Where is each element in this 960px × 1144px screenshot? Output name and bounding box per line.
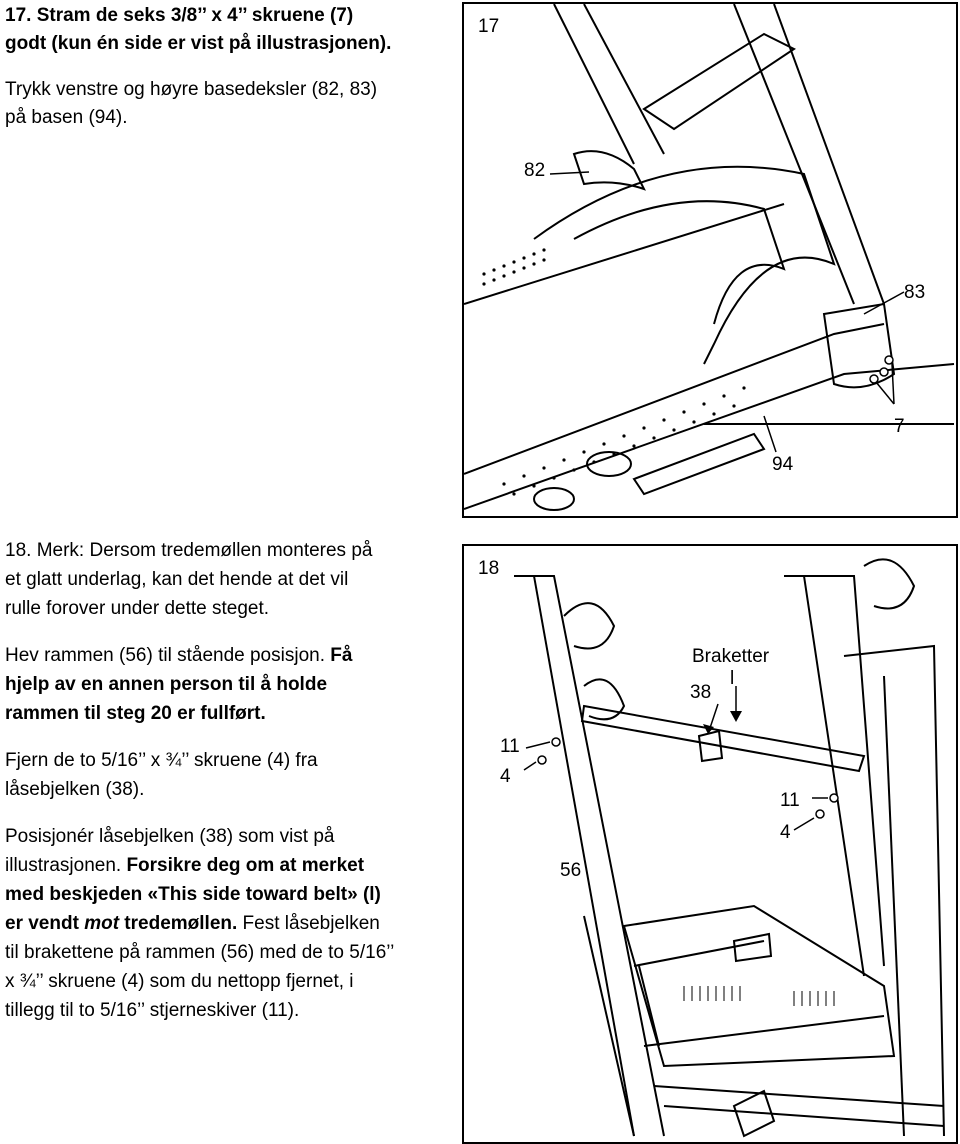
figure-17-step-number: 17 [478,16,500,37]
step-18-position-line-3: med beskjeden «This side toward belt» (l… [5,884,381,905]
callout-11-right: 11 [780,790,800,811]
step-18-position-line-5: til brakettene på rammen (56) med de to … [5,942,395,963]
callout-38: 38 [690,682,712,703]
screw-4-right [815,809,825,819]
figure-18-illustration: 18 Braketter l 38 11 4 11 4 56 [462,544,958,1144]
arrow-braketter [730,711,742,722]
attach-text: Fest låsebjelken [237,913,380,934]
step-18-remove-line-2: låsebjelken (38). [5,779,145,800]
facing-text: er vendt [5,913,85,934]
callout-4-left: 4 [500,766,511,787]
callout-83: 83 [904,282,926,303]
step-18-raise-line-1: Hev rammen (56) til stående posisjon. Få [5,641,394,670]
callout-56: 56 [560,860,582,881]
step-17-line-2: godt (kun én side er vist på illustrasjo… [5,33,392,54]
step-17-instructions: 17. Stram de seks 3/8’’ x 4’’ skruene (7… [5,2,391,132]
deck-perforations [482,248,746,496]
step-18-note-line-1: 18. Merk: Dersom tredemøllen monteres på [5,540,373,561]
callout-braketter: Braketter [692,646,770,667]
step-17-line-4: på basen (94). [5,107,128,128]
step-18-note-line-3: rulle forover under dette steget. [5,598,270,619]
get-help-text: Få [330,645,353,666]
raise-frame-text: Hev rammen (56) til stående posisjon. [5,645,331,666]
screw-4-left [537,755,547,765]
bolts-7 [869,355,894,384]
step-18-position-line-4: er vendt mot tredemøllen. Fest låsebjelk… [5,909,394,938]
step-17-line-3: Trykk venstre og høyre basedeksler (82, … [5,79,378,100]
star-washer-11-right [829,793,839,803]
illustration-text: illustrasjonen. [5,855,127,876]
step-18-position-line-2: illustrasjonen. Forsikre deg om at merke… [5,851,394,880]
step-18-note-line-2: et glatt underlag, kan det hende at det … [5,569,349,590]
step-18-raise-line-2: hjelp av en annen person til å holde [5,674,328,695]
callout-82: 82 [524,160,546,181]
callout-11-left: 11 [500,736,520,757]
step-18-position-line-6: x ¾’’ skruene (4) som du nettopp fjernet… [5,971,354,992]
treadmill-base-drawing [464,4,955,511]
step-18-position-line-1: Posisjonér låsebjelken (38) som vist på [5,826,335,847]
step-18-remove-line-1: Fjern de to 5/16’’ x ¾’’ skruene (4) fra [5,750,318,771]
treadmill-text: tredemøllen. [119,913,238,934]
arrow-38 [703,724,714,734]
make-sure-text: Forsikre deg om at merket [126,855,365,876]
callout-94: 94 [772,454,794,475]
callout-7: 7 [894,416,905,437]
callout-4-right: 4 [780,822,791,843]
figure-17-illustration: 17 82 83 7 94 [462,2,958,518]
toward-text: mot [84,913,120,934]
frame-latch-drawing [514,558,945,1138]
star-washer-11-left [551,737,561,747]
step-18-raise-line-3: rammen til steg 20 er fullført. [5,703,266,724]
step-18-position-line-7: tillegg til to 5/16’’ stjerneskiver (11)… [5,1000,300,1021]
callout-l: l [730,668,735,689]
step-17-line-1: 17. Stram de seks 3/8’’ x 4’’ skruene (7… [5,5,354,26]
motor-hood-vents [683,986,835,1006]
step-18-instructions: 18. Merk: Dersom tredemøllen monteres på… [5,536,394,1025]
figure-18-step-number: 18 [478,558,500,579]
